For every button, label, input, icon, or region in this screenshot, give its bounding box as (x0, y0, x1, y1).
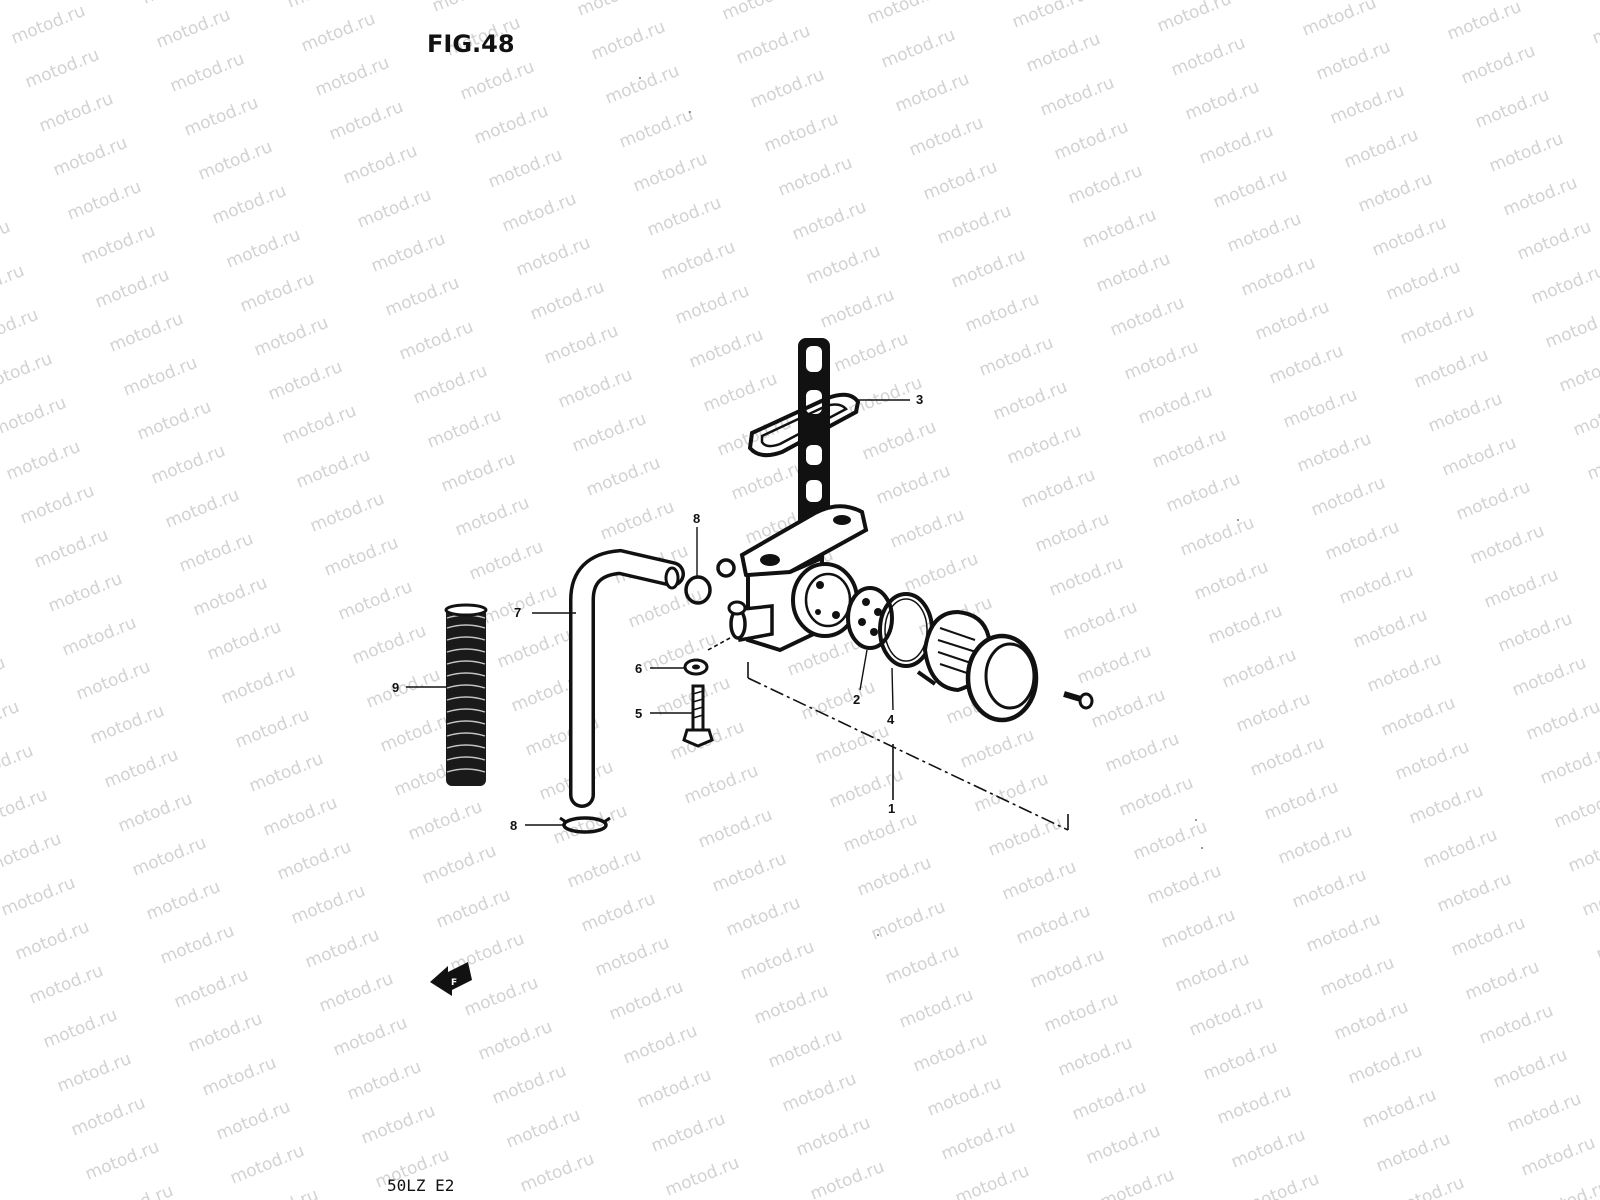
part-7-fuel-hose (569, 548, 685, 808)
part-6-washer (683, 658, 709, 676)
front-arrow-icon: F (430, 962, 472, 996)
callout-9: 9 (392, 680, 400, 695)
watermark-text: motod.ru (1575, 0, 1600, 5)
callout-2: 2 (853, 692, 861, 707)
callout-8-upper: 8 (693, 511, 701, 526)
part-9-corrugated-hose (444, 603, 488, 786)
part-1-fuel-cock-body (716, 338, 869, 653)
callout-5: 5 (635, 706, 643, 721)
assembly-bracket (707, 637, 1069, 831)
front-arrow-label: F (451, 978, 457, 988)
model-code: 50LZ E2 (387, 1176, 455, 1195)
callout-7: 7 (514, 605, 522, 620)
figure-title: FIG.48 (427, 30, 515, 58)
scan-specks (639, 77, 1239, 936)
callout-4: 4 (887, 712, 895, 727)
callout-8-lower: 8 (510, 818, 518, 833)
part-3-gasket (747, 392, 861, 458)
callout-3: 3 (916, 392, 924, 407)
callout-1: 1 (888, 801, 896, 816)
part-8-hose-clamp-lower (559, 816, 611, 834)
part-cover (965, 633, 1039, 723)
part-8-hose-clamp-upper (684, 575, 712, 605)
part-screw (1063, 691, 1094, 710)
callout-6: 6 (635, 661, 643, 676)
leader-lines (406, 399, 910, 826)
part-5-bolt (682, 684, 714, 748)
